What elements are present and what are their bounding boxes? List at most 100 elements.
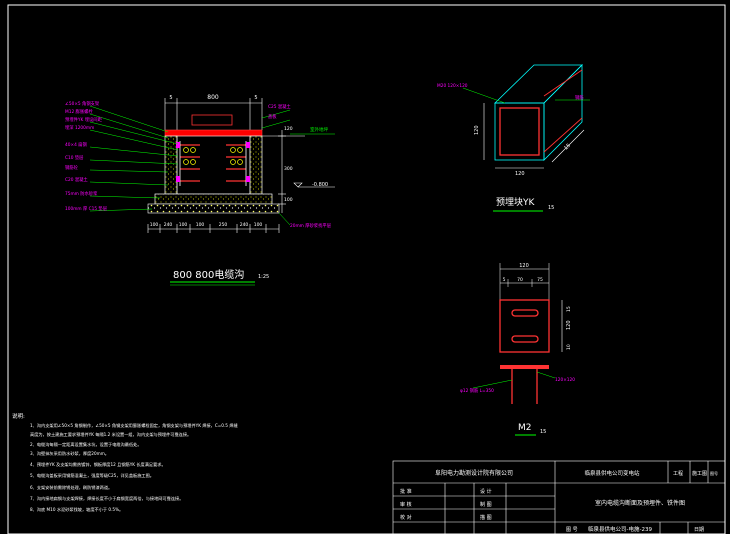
design-notes: 说明: 1、沟内支架用∠50×5 角钢制作，∠50×5 角钢支架用膨胀螺栓固定，…	[12, 412, 238, 513]
m2-label-right: 120×120	[555, 377, 575, 383]
note-8: 8、沟底 M10 水泥砂浆找坡，坡度不小于 0.5%。	[30, 506, 123, 513]
note-3: 3、沟壁抹灰采用防水砂浆，厚度20mm。	[30, 450, 109, 457]
row-mid-0: 设 计	[480, 488, 492, 495]
trench-callout-left-1: M12 膨胀螺栓	[65, 108, 93, 115]
m2-dim-top-1: 5	[503, 277, 506, 283]
trench-right-dimensions	[278, 130, 286, 213]
trench-callout-left-3: 埋深 1200mm	[65, 124, 94, 131]
elevation-symbol	[293, 182, 303, 188]
yk-title: 预埋块YK	[496, 196, 535, 208]
yk-label-top: M20 120×120	[437, 83, 468, 89]
trench-dim-bottom-3: 100	[196, 222, 205, 228]
embedded-yk-right-bottom	[246, 176, 250, 182]
embedded-block-yk: M20 120×120 钢筋 120 120 15 预埋块YK 15	[437, 64, 590, 212]
trench-callout-left-7: C20 混凝土	[65, 176, 88, 183]
trench-callout-left-8: 75mm 防水砂浆	[65, 190, 98, 197]
bottom-note-leader	[278, 212, 291, 226]
trench-dim-bottom-4: 250	[219, 222, 228, 228]
trench-elevation: -0.800	[312, 182, 328, 188]
trench-dim-bottom-0: 100	[150, 222, 159, 228]
embedded-yk-left-bottom	[176, 176, 180, 182]
title-block	[392, 460, 726, 534]
note-5: 5、电缆沟盖板采用钢筋混凝土，强度等级C25，详见盖板施工图。	[30, 472, 154, 479]
trench-callout-left-4: 40×4 扁钢	[65, 141, 87, 148]
trench-dim-right-0: 120	[284, 126, 293, 132]
m2-label-left: φ12 钢筋 L=350	[460, 387, 494, 394]
drawing-frame	[7, 4, 726, 534]
m2-dim-right-0: 15	[566, 306, 572, 312]
yk-scale: 15	[548, 205, 554, 211]
m2-dim-right-2: 10	[566, 344, 572, 350]
row-mid-2: 描 图	[480, 514, 492, 521]
note-6: 6、支架安装前需除锈处理，刷防锈漆两道。	[30, 484, 112, 491]
trench-cover-plate	[164, 129, 263, 137]
m2-label-left-leader	[472, 379, 513, 389]
m2-dim-right-1: 120	[566, 320, 572, 330]
notes-heading: 说明:	[12, 412, 25, 420]
left-callout-leaders	[89, 105, 179, 212]
stage-value: 施工图	[692, 470, 707, 477]
yk-side-face	[543, 64, 583, 161]
trench-callout-left-2: 预埋件YK 埋设间距	[65, 116, 103, 123]
cables	[183, 147, 243, 165]
note-0: 1、沟内支架用∠50×5 角钢制作，∠50×5 角钢支架用膨胀螺栓固定，角钢支架…	[30, 422, 238, 429]
m2-section-plate	[500, 365, 549, 369]
trench-callout-left-5: C10 垫层	[65, 154, 84, 161]
project-name: 临泉县供电公司变电站	[584, 469, 640, 477]
yk-steel-plate	[499, 107, 540, 156]
trench-callout-left-0: ∠50×5 角钢支架	[65, 100, 100, 107]
row-left-2: 校 对	[400, 514, 412, 521]
note-7: 7、沟内接地扁钢与支架焊接，焊接长度不小于扁钢宽度两倍，与接地网可靠连接。	[30, 495, 183, 502]
trench-top-dimensions	[164, 98, 263, 130]
m2-dim-top-2: 70	[517, 277, 523, 283]
trench-callout-right-0: C25 混凝土	[268, 103, 291, 110]
yk-dim-2: 15	[563, 143, 572, 152]
yk-label-right: 钢筋	[575, 94, 584, 101]
m2-steel-plate	[499, 299, 550, 353]
right-cable-brackets	[226, 141, 247, 186]
note-4: 4、预埋件YK 及支架均需热镀锌，钢板厚度12 且钢筋YK 长度满足要求。	[30, 461, 166, 468]
trench-dim-bottom-5: 240	[240, 222, 249, 228]
cable-trench-section: 5 800 5	[65, 94, 335, 286]
trench-dim-right-1: 300	[284, 166, 293, 172]
trench-callout-left-9: 100mm 厚 C15 垫层	[65, 205, 108, 212]
note-1: 高度为，按土建施工要求预埋件YK 每隔1.2 米设置一组，沟内支架与预埋件可靠连…	[30, 431, 191, 438]
m2-slot-top	[511, 309, 539, 317]
yk-rebar-bottom	[543, 117, 583, 153]
cover-lifting-frame	[191, 114, 233, 126]
trench-dim-right-2: 100	[284, 197, 293, 203]
trench-title: 800 800电缆沟	[173, 268, 244, 281]
m2-label-right-leader	[536, 371, 556, 379]
trench-dim-bottom-6: 100	[254, 222, 263, 228]
right-callout-leader-0	[261, 109, 291, 119]
trench-callout-right-1: 盖板	[268, 113, 277, 120]
yk-dim-depth	[551, 129, 585, 163]
right-callout-leader-1	[261, 119, 291, 129]
trench-dim-bottom-2: 100	[179, 222, 188, 228]
yk-dim-0: 120	[474, 125, 480, 135]
trench-callout-left-6: 钢筋砼	[65, 164, 79, 171]
m2-slot-bottom	[511, 335, 539, 343]
trench-gravel-cushion	[147, 203, 280, 214]
trench-bottom-note: 20mm 厚砂浆找平层	[290, 222, 332, 229]
note-2: 2、电缆沟每隔一定距离设置集水坑，设置于电缆沟最低处。	[30, 441, 142, 448]
m2-dim-top-0: 120	[519, 263, 529, 269]
trench-right-wall	[249, 135, 263, 195]
trench-dim-top-1: 800	[207, 94, 219, 101]
stage-label: 工程	[673, 470, 683, 477]
company-name: 阜阳电力勘测设计院有限公司	[435, 469, 513, 477]
drawing-title: 室内电缆沟断面及预埋件、铁件图	[595, 499, 685, 507]
embedded-part-m2: 120 5 70 75 15 120 10 φ12 钢筋 L=350 120×1…	[460, 263, 575, 436]
m2-dim-top-3: 75	[537, 277, 543, 283]
yk-dim-1: 120	[515, 171, 525, 177]
row-mid-1: 制 图	[480, 501, 492, 508]
date-label: 日期	[694, 527, 704, 533]
yk-top-face	[494, 64, 583, 104]
m2-title: M2	[518, 423, 532, 433]
row-left-1: 审 核	[400, 501, 412, 508]
embedded-yk-left-top	[176, 142, 180, 148]
ground-note: 室外地坪	[310, 126, 328, 133]
drawing-no-label: 图 号	[566, 527, 578, 533]
trench-bottom-dimension-line	[147, 224, 280, 233]
